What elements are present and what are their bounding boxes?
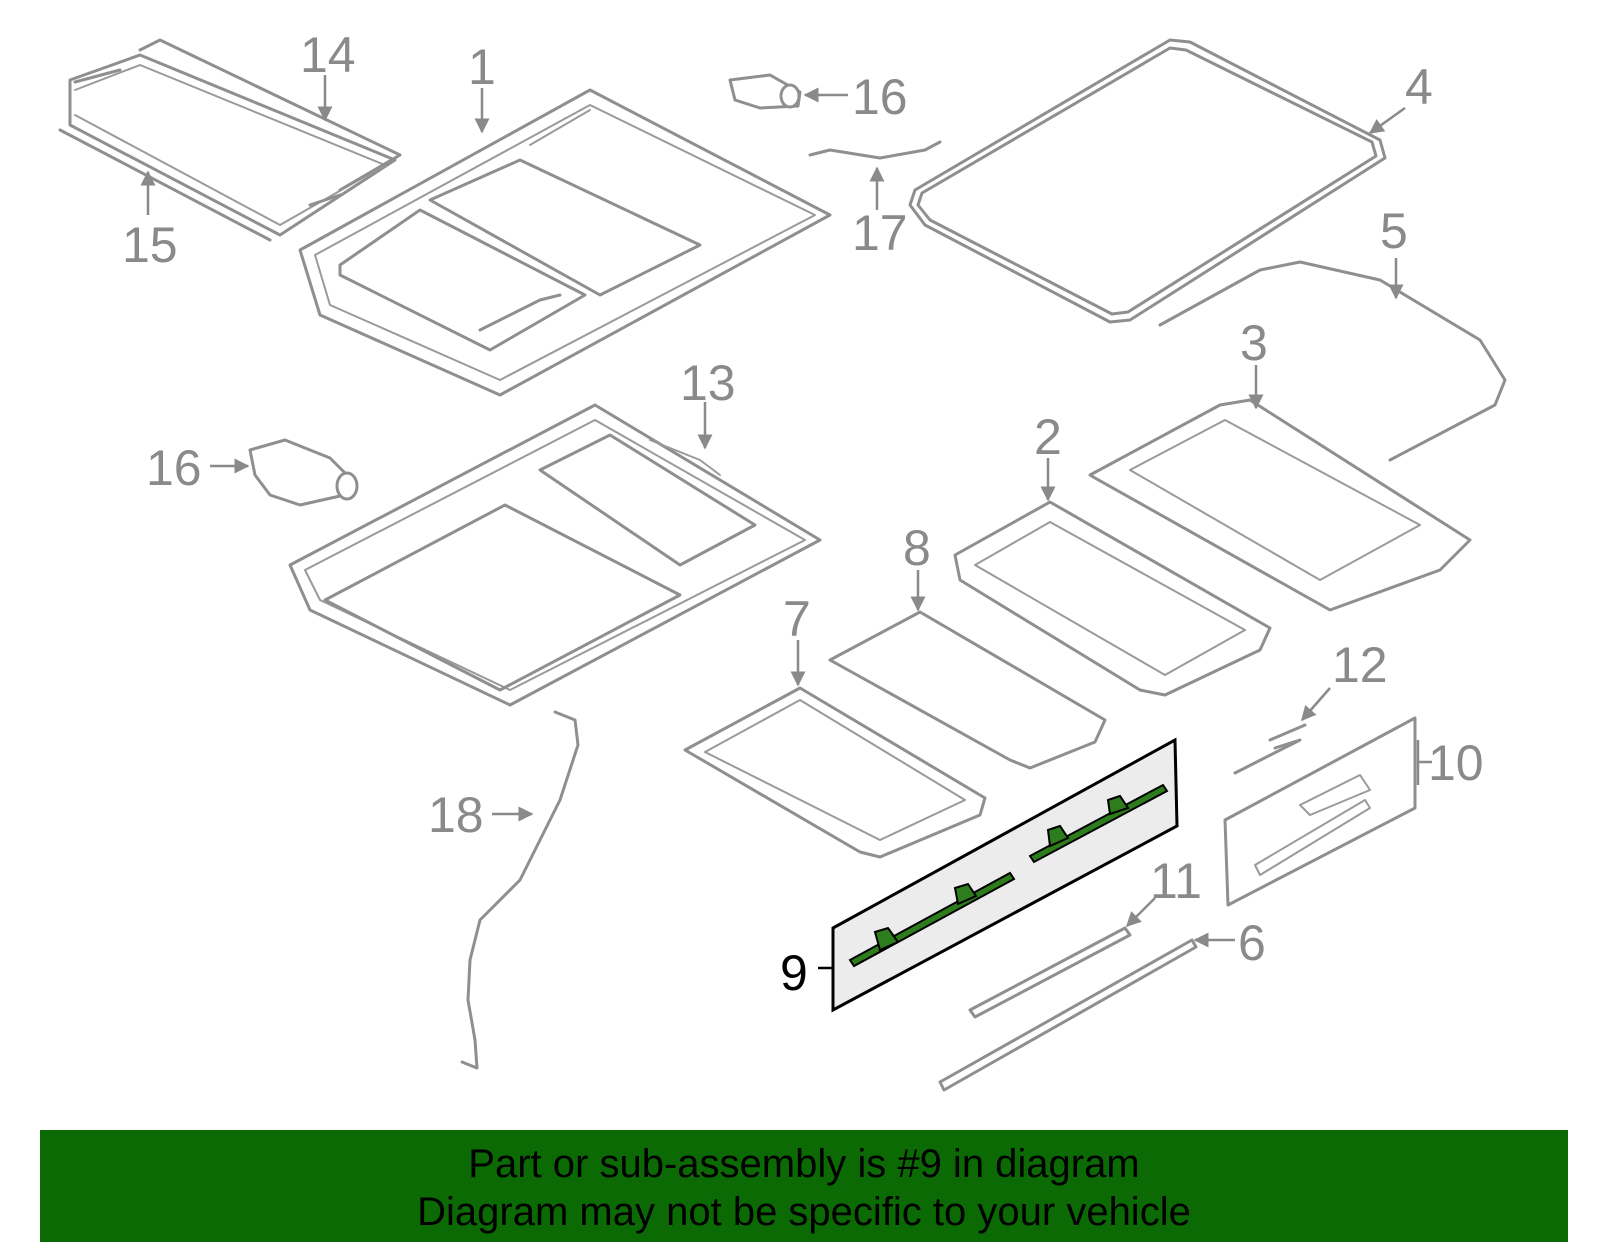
callout-11: 11 bbox=[1150, 853, 1202, 909]
callout-18: 18 bbox=[428, 787, 484, 843]
callout-8: 8 bbox=[903, 520, 931, 576]
part-9-highlight-group bbox=[831, 737, 1179, 1013]
part-10-mechanism bbox=[1223, 716, 1417, 907]
callout-9: 9 bbox=[780, 945, 808, 1001]
part-14-rail bbox=[138, 38, 402, 207]
callout-labels: 1 2 3 4 5 6 7 8 9 10 11 12 13 14 15 16 1… bbox=[122, 27, 1484, 1001]
part-2-front-glass bbox=[953, 500, 1272, 697]
leader-lines bbox=[140, 75, 1432, 970]
callout-6: 6 bbox=[1238, 915, 1266, 971]
callout-16-top: 16 bbox=[852, 69, 908, 125]
callout-16-middle: 16 bbox=[146, 440, 202, 496]
part-16-motor-middle bbox=[248, 438, 359, 507]
banner-vehicle-disclaimer: Diagram may not be specific to your vehi… bbox=[417, 1190, 1191, 1234]
part-9-guide-front-tab bbox=[873, 882, 978, 952]
callout-15: 15 bbox=[122, 217, 178, 273]
part-4-seal bbox=[908, 38, 1387, 324]
parts-diagram: 1 2 3 4 5 6 7 8 9 10 11 12 13 14 15 16 1… bbox=[58, 27, 1507, 1092]
callout-7: 7 bbox=[783, 591, 811, 647]
part-7-shade-panel bbox=[683, 686, 987, 859]
part-16-motor-top bbox=[728, 73, 802, 110]
part-11-guide bbox=[968, 926, 1132, 1019]
banner-part-note: Part or sub-assembly is #9 in diagram bbox=[468, 1142, 1140, 1186]
callout-1: 1 bbox=[468, 39, 496, 95]
callout-17: 17 bbox=[852, 205, 908, 261]
part-18-drain-hose bbox=[460, 710, 580, 1070]
part-1-frame-assembly bbox=[298, 88, 832, 397]
callout-14: 14 bbox=[300, 27, 356, 83]
callout-12: 12 bbox=[1332, 637, 1388, 693]
callout-4: 4 bbox=[1405, 59, 1433, 115]
part-13-lower-frame bbox=[288, 403, 822, 707]
callout-10: 10 bbox=[1428, 735, 1484, 791]
part-5-weatherstrip bbox=[1158, 260, 1507, 462]
callout-3: 3 bbox=[1240, 315, 1268, 371]
callout-5: 5 bbox=[1380, 203, 1408, 259]
part-9-guide-rear-tab bbox=[1046, 794, 1130, 848]
callout-13: 13 bbox=[680, 355, 736, 411]
part-12-bracket bbox=[1233, 723, 1307, 775]
part-3-rear-panel bbox=[1088, 398, 1472, 612]
part-8-shade-panel bbox=[828, 610, 1107, 770]
callout-2: 2 bbox=[1034, 409, 1062, 465]
info-banner: Part or sub-assembly is #9 in diagram Di… bbox=[40, 1130, 1568, 1242]
part-17-cable bbox=[808, 140, 942, 160]
